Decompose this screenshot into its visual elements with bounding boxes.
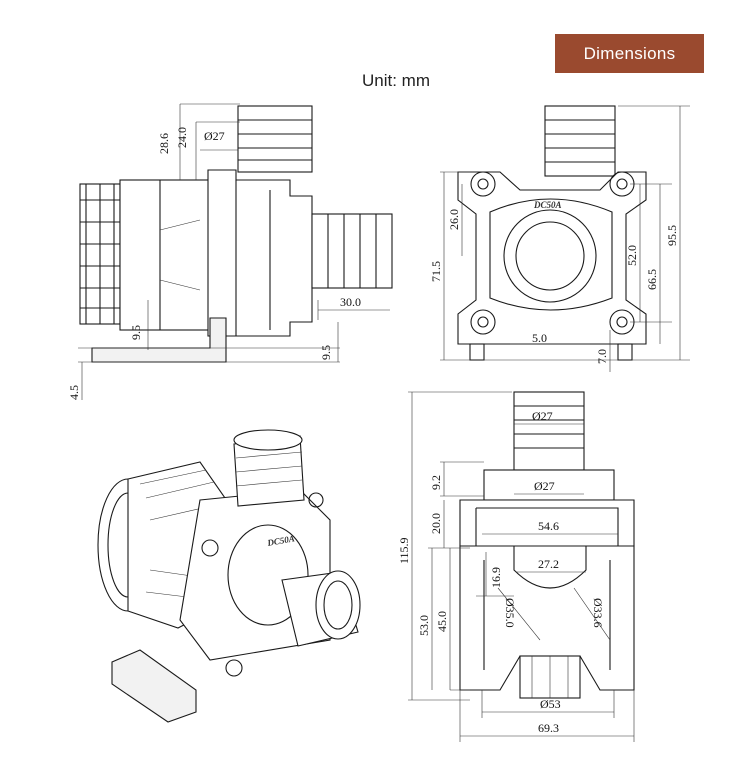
- dimensions-badge: Dimensions: [555, 34, 704, 73]
- total-height-label: 95.5: [665, 225, 679, 246]
- overall-length-label: 115.9: [397, 537, 411, 564]
- front-view: DC50A 26.0 71.5 52.0 66.5 95.5 5.0 7.0: [429, 105, 690, 372]
- unit-label: Unit: mm: [362, 71, 430, 90]
- foot-width-label: 5.0: [532, 331, 547, 345]
- pump-housing: [207, 169, 313, 337]
- hole-spacing-label: 52.0: [625, 245, 639, 266]
- neck-height-label: 9.2: [429, 475, 443, 490]
- cap-ribs: [80, 184, 120, 324]
- iso-bracket: [111, 649, 197, 723]
- center-port: [503, 209, 597, 303]
- base-diameter-label: Ø53: [540, 697, 561, 711]
- top-collar: [483, 469, 615, 501]
- front-outlet-tube: [544, 105, 616, 177]
- inlet-depth-label: 16.9: [489, 567, 503, 588]
- center-height-label: 66.5: [645, 269, 659, 290]
- inlet-tube: [311, 213, 393, 289]
- mount-hole-tl: [470, 171, 496, 197]
- iso-logo: DC50A: [266, 533, 296, 548]
- foot-right: [617, 343, 633, 361]
- front-logo: DC50A: [533, 200, 562, 210]
- flange-width-label: 54.6: [538, 519, 559, 533]
- body-depth-label: 45.0: [435, 611, 449, 632]
- iso-view: DC50A: [97, 429, 361, 723]
- foot-left: [469, 343, 485, 361]
- bracket-thickness-label: 4.5: [67, 385, 81, 400]
- inlet-length-label: 30.0: [340, 295, 361, 309]
- top-outlet-tube: [513, 391, 585, 471]
- outlet-diameter-label: Ø27: [204, 129, 225, 143]
- top-outlet-diameter-label: Ø27: [532, 409, 553, 423]
- outlet-offset-label: 24.0: [175, 127, 189, 148]
- top-view: Ø27 9.2 Ø27 20.0 54.6 27.2 16.9 Ø35.0 Ø3…: [397, 391, 635, 742]
- collar-height-label: 20.0: [429, 513, 443, 534]
- bracket-offset-label: 9.5: [319, 345, 333, 360]
- inlet-width-label: 27.2: [538, 557, 559, 571]
- collar-diameter-label: Ø27: [534, 479, 555, 493]
- radius-right-label: Ø33.6: [591, 598, 605, 628]
- outlet-tube: [237, 105, 313, 173]
- body-length-label: 53.0: [417, 615, 431, 636]
- overall-height-label: 71.5: [429, 261, 443, 282]
- foot-height-label: 7.0: [595, 349, 609, 364]
- front-flange: [457, 171, 647, 345]
- outlet-height-label: 28.6: [157, 133, 171, 154]
- side-view: 28.6 24.0 Ø27 30.0 9.5 9.5 4.5: [67, 103, 393, 400]
- bracket-height-label: 9.5: [129, 325, 143, 340]
- radius-left-label: Ø35.0: [503, 598, 517, 628]
- mount-hole-bl: [470, 309, 496, 335]
- overall-width-label: 69.3: [538, 721, 559, 735]
- motor-body: [119, 179, 211, 331]
- hole-offset-label: 26.0: [447, 209, 461, 230]
